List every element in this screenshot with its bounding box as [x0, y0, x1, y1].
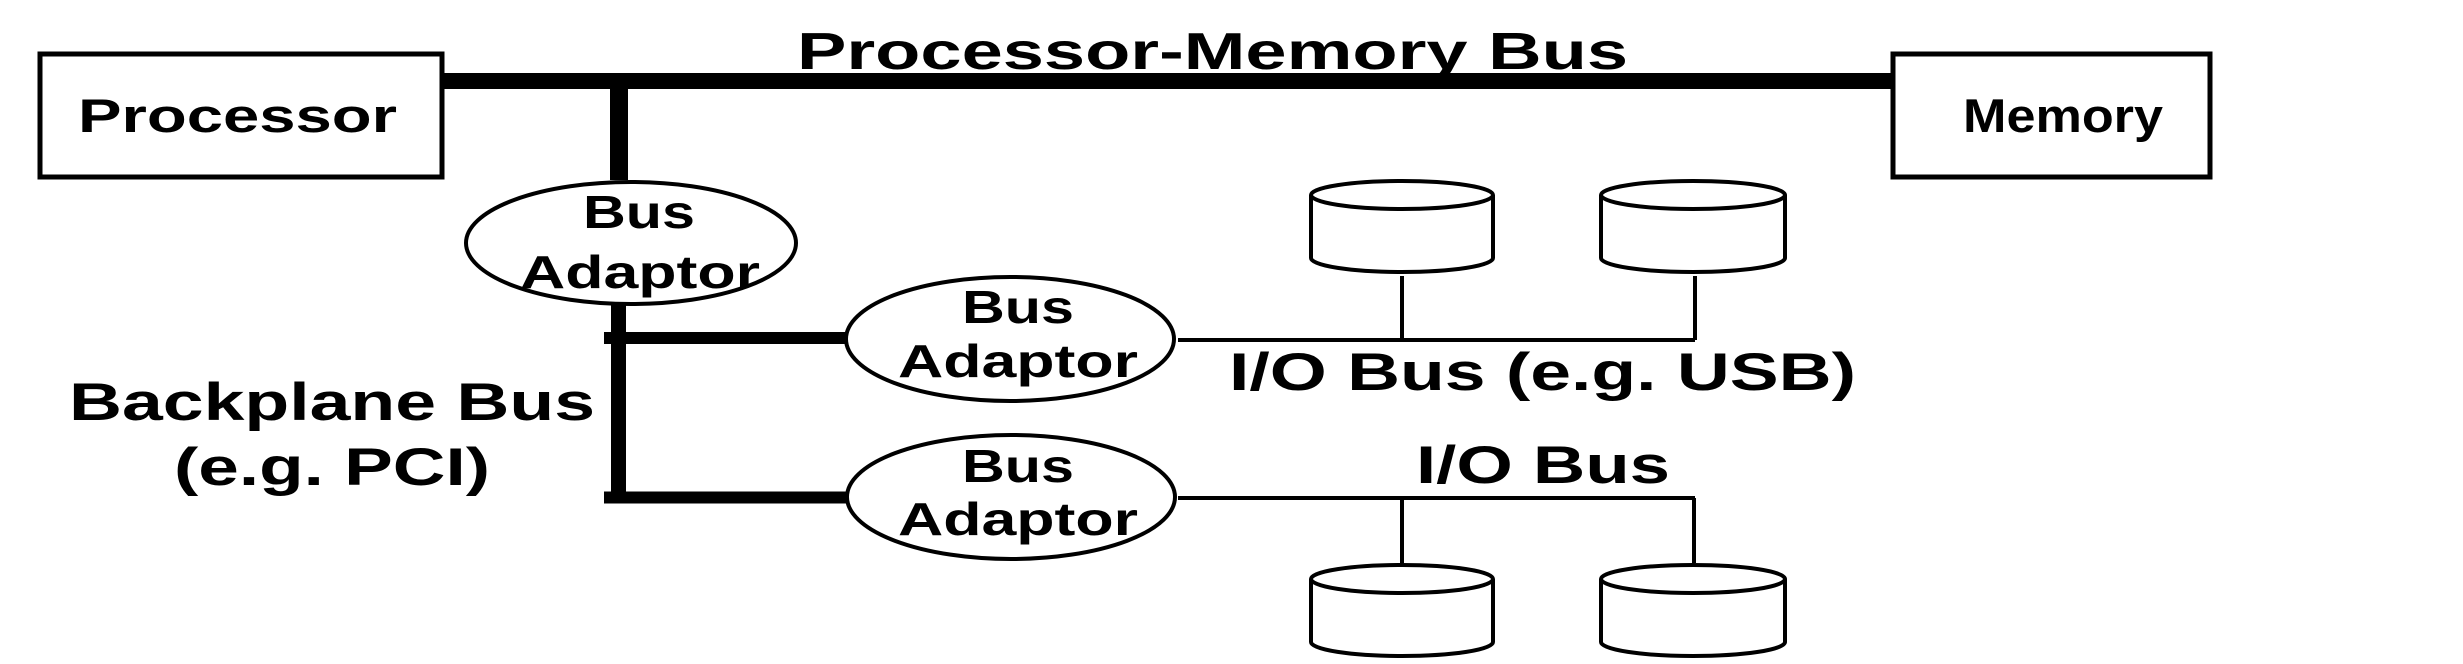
disk-icon — [1309, 563, 1495, 658]
io-bus-2: I/O Bus — [1178, 436, 1696, 563]
bus-adaptor-3-line2: Adaptor — [898, 493, 1138, 545]
bus-adaptor-1-line1: Bus — [583, 186, 695, 238]
disk-icon — [1599, 179, 1787, 274]
backplane-bus-label: Backplane Bus — [69, 373, 595, 432]
processor-box: Processor — [37, 51, 445, 180]
bus-adaptor-3: Bus Adaptor — [845, 433, 1177, 561]
bus-adaptor-1-line2: Adaptor — [520, 246, 760, 298]
io-bus-2-label: I/O Bus — [1416, 436, 1670, 495]
bus-adaptor-2-line2: Adaptor — [898, 335, 1138, 387]
backplane-bus-example-label: (e.g. PCI) — [174, 438, 490, 497]
io-bus-usb-label: I/O Bus (e.g. USB) — [1229, 343, 1856, 402]
bus-adaptor-3-line1: Bus — [962, 440, 1074, 492]
bus-adaptor-2-line1: Bus — [962, 281, 1074, 333]
processor-label: Processor — [78, 89, 397, 142]
processor-memory-bus-label: Processor-Memory Bus — [797, 23, 1628, 81]
memory-label: Memory — [1963, 89, 2163, 142]
io-bus-usb: I/O Bus (e.g. USB) — [1178, 276, 1856, 402]
bus-adaptor-2: Bus Adaptor — [844, 275, 1176, 403]
bus-adaptor-1: Bus Adaptor — [464, 180, 798, 306]
disk-icon — [1309, 179, 1495, 274]
memory-box: Memory — [1890, 51, 2213, 180]
disk-icon — [1599, 563, 1787, 658]
